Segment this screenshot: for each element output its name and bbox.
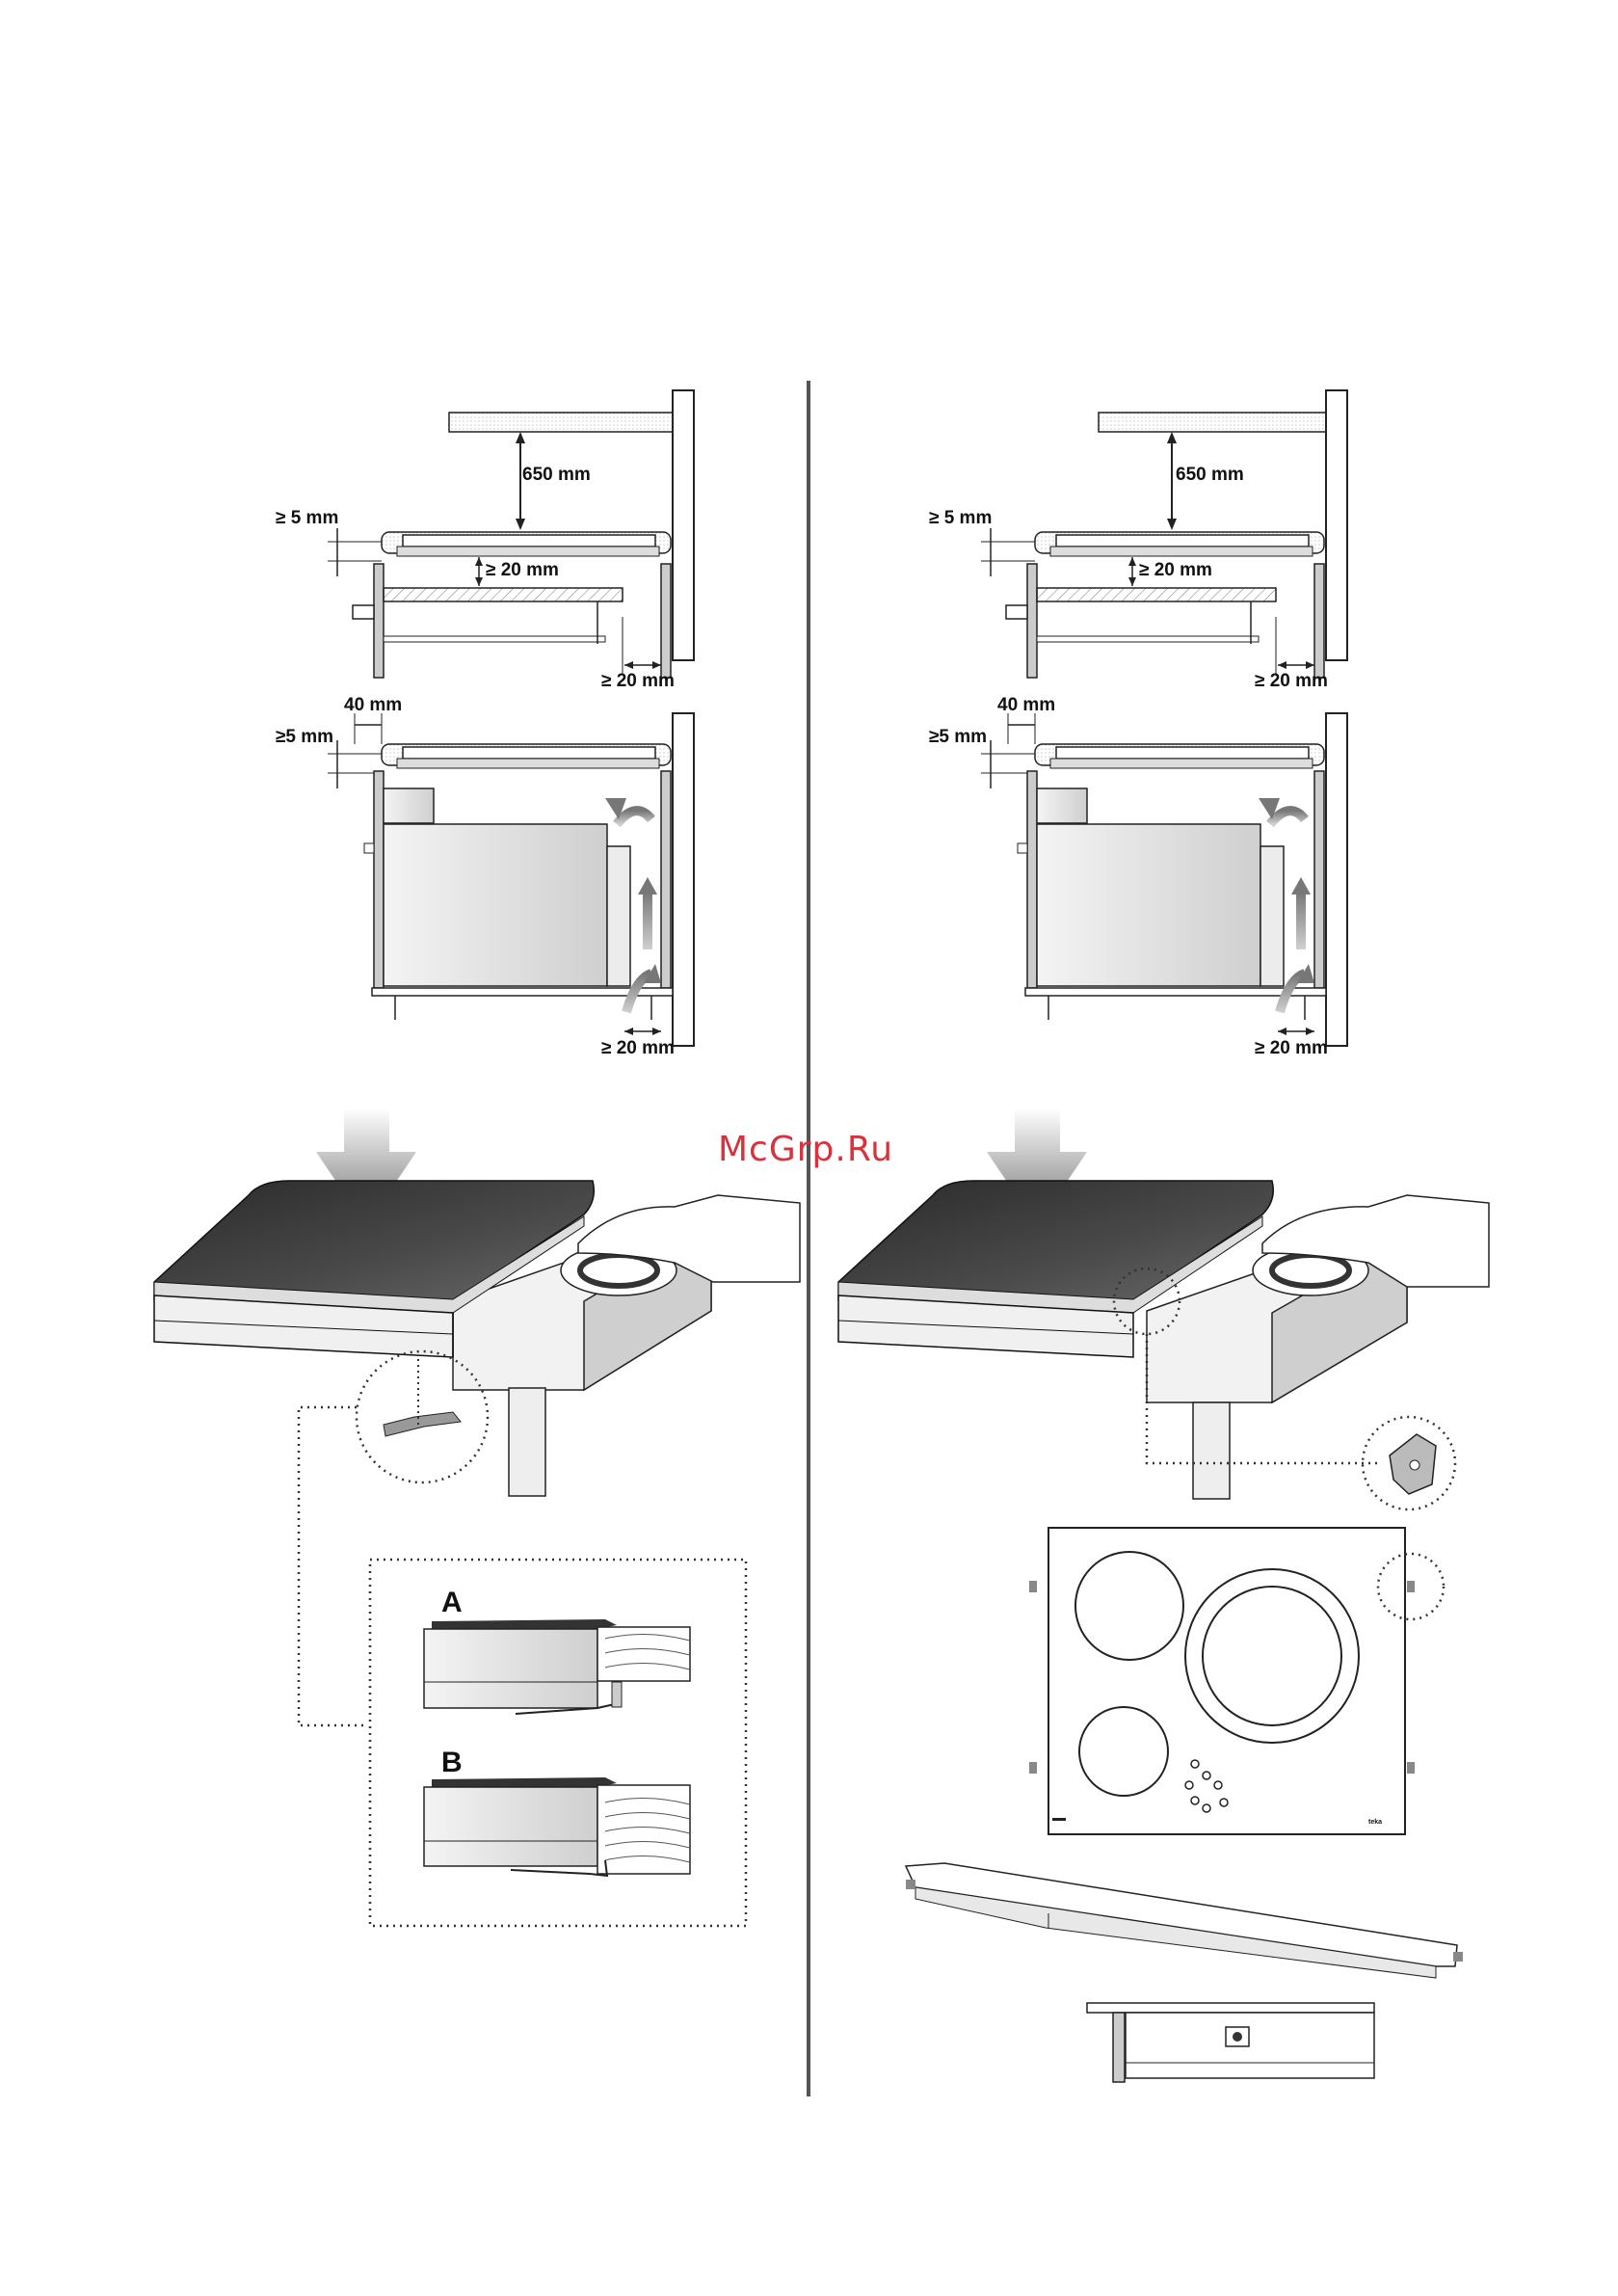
right-gap-below-label: ≥ 20 mm: [1139, 560, 1212, 580]
right-hob-placement: [838, 1108, 1489, 1509]
right-hob-side-detail: [1087, 2003, 1374, 2082]
left-gap-wall-label: ≥ 20 mm: [601, 671, 675, 691]
right-oven-gap-top-label: ≥5 mm: [929, 727, 987, 747]
right-gap-wall-label: ≥ 20 mm: [1255, 671, 1328, 691]
right-height-above-label: 650 mm: [1176, 465, 1244, 485]
left-gap-below-label: ≥ 20 mm: [486, 560, 559, 580]
left-height-above-label: 650 mm: [522, 465, 591, 485]
right-oven-diagram: 40 mm ≥5 mm ≥ 20 mm: [929, 695, 1347, 1058]
left-gap-top-label: ≥ 5 mm: [276, 508, 338, 528]
right-cabinet-diagram: 650 mm ≥ 5 mm ≥ 20 mm ≥ 20 mm: [929, 390, 1347, 691]
hob-brand-label: teka: [1368, 1819, 1382, 1826]
right-edge-label: 40 mm: [997, 695, 1055, 715]
left-edge-label: 40 mm: [344, 695, 402, 715]
left-oven-gap-top-label: ≥5 mm: [276, 727, 333, 747]
right-gap-top-label: ≥ 5 mm: [929, 508, 992, 528]
clip-option-b-label: B: [441, 1747, 463, 1778]
right-hob-perspective-view: [906, 1863, 1463, 1978]
left-cabinet-diagram: 650 mm ≥ 5 mm ≥ 20 mm ≥ 20 mm: [276, 390, 694, 691]
right-hob-top-view: teka: [1029, 1528, 1444, 1834]
left-clip-options-box: A B: [370, 1560, 746, 1926]
clip-option-a-label: A: [441, 1587, 463, 1618]
right-oven-gap-wall-label: ≥ 20 mm: [1255, 1038, 1328, 1058]
left-oven-diagram: 40 mm ≥5 mm ≥ 20 mm: [276, 695, 694, 1058]
left-oven-gap-wall-label: ≥ 20 mm: [601, 1038, 675, 1058]
watermark-text: McGrp.Ru: [718, 1130, 893, 1169]
